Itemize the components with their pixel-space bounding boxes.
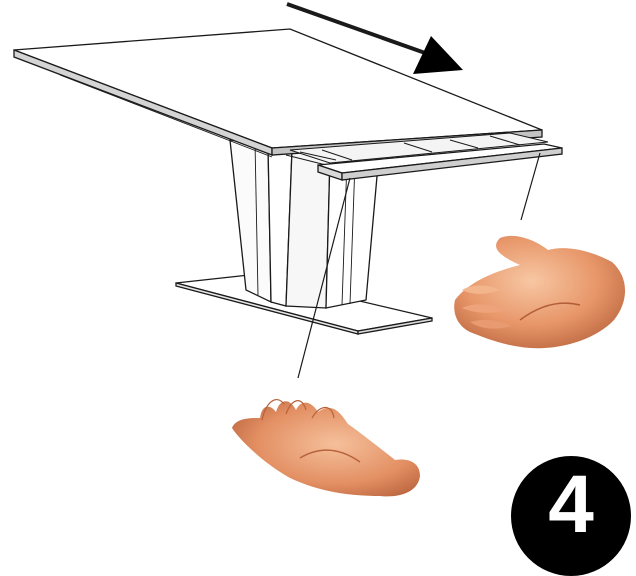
- step-number: 4: [511, 464, 631, 546]
- right-hand-icon: [454, 236, 625, 348]
- step-badge: 4: [511, 456, 631, 576]
- assembly-illustration: [0, 0, 636, 515]
- left-hand-icon: [232, 400, 420, 497]
